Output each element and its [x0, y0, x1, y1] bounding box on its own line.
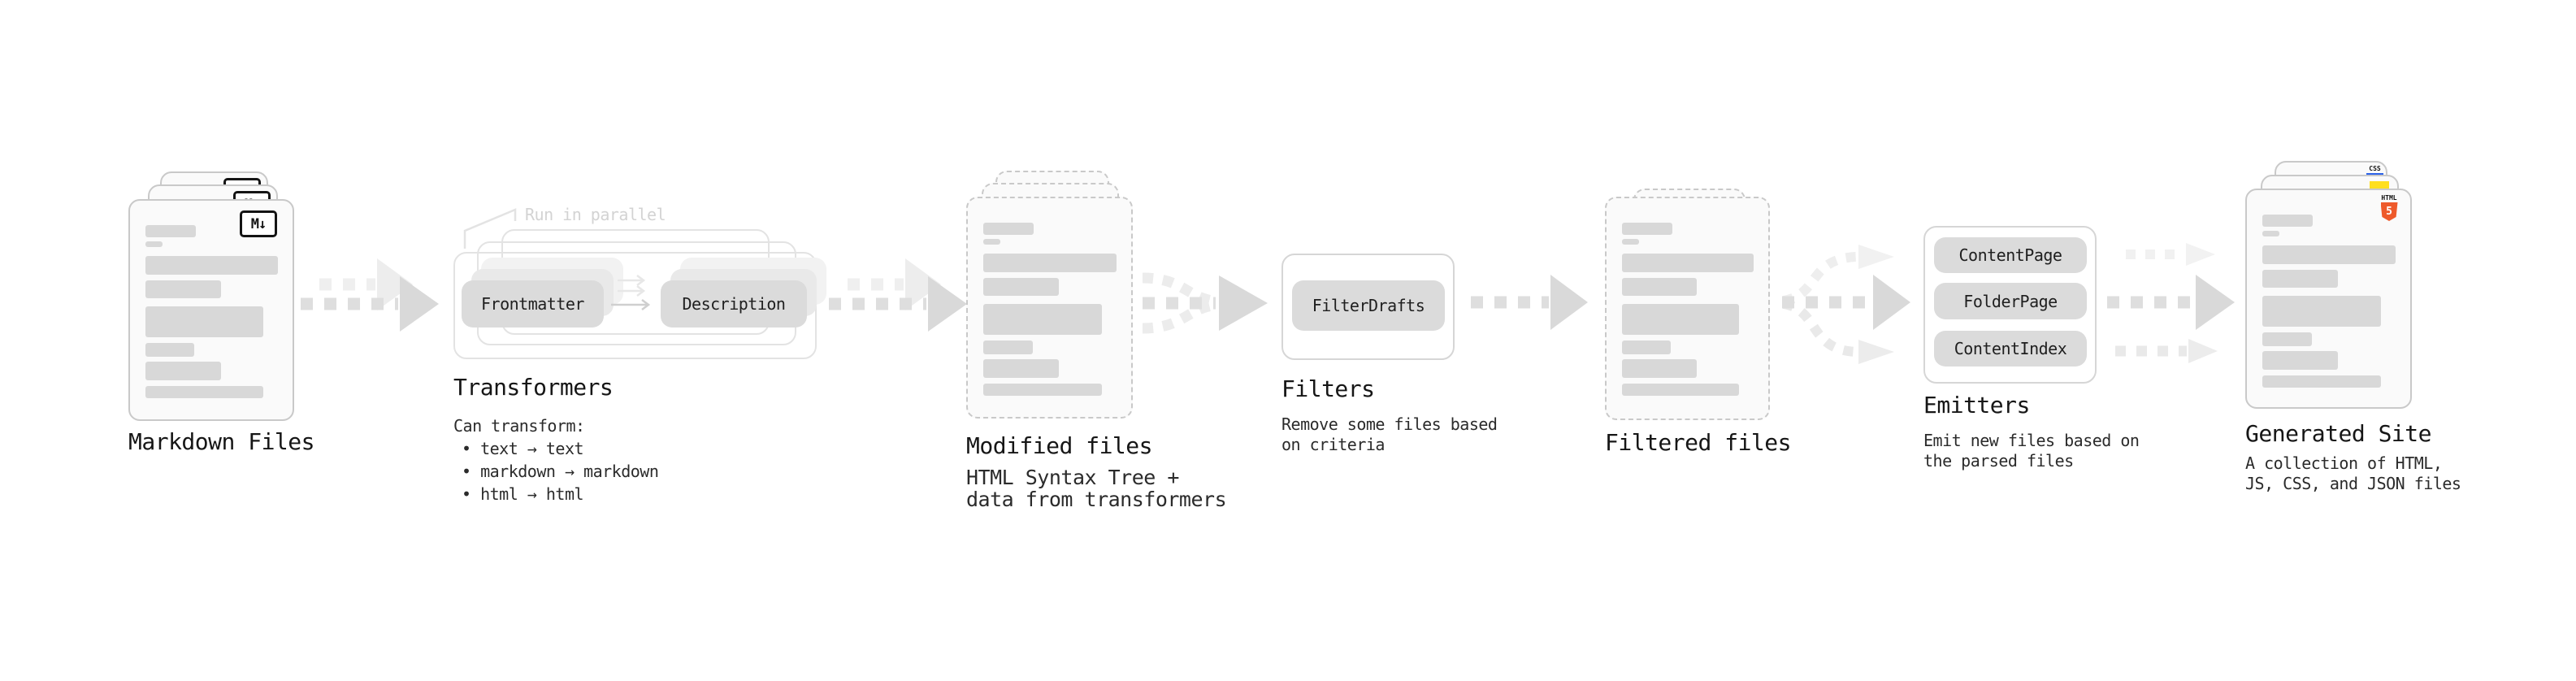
node-filtered-files: Filtered files: [1605, 189, 1792, 481]
text-line-bar: [983, 278, 1060, 296]
text-line-bar: [2262, 231, 2280, 236]
plugin-pill-frontmatter: Frontmatter: [462, 280, 604, 327]
bullet-item: • text → text: [462, 439, 584, 458]
node-emitters: ContentPage FolderPage ContentIndex Emit…: [1923, 226, 2140, 494]
text-line-bar: [1622, 278, 1698, 296]
generated-site-caption: A collection of HTML, JS, CSS, and JSON …: [2245, 453, 2461, 494]
text-line-bar: [1622, 359, 1698, 378]
text-line-bar: [1622, 223, 1672, 235]
node-markdown-files: M↓ M↓ M↓ Markdown Files: [128, 171, 315, 464]
text-line-bar: [145, 241, 163, 247]
html5-icon: HTML 5: [2379, 195, 2399, 221]
text-line-bar: [145, 386, 264, 398]
filtered-files-label: Filtered files: [1605, 429, 1792, 456]
text-line-bar: [983, 384, 1102, 396]
caption-line: the parsed files: [1923, 451, 2074, 471]
html5-icon-text: HTML: [2381, 194, 2397, 202]
arrow-transformers-to-modified: [829, 258, 967, 332]
transform-types-list: • text → text • markdown → markdown • ht…: [453, 437, 659, 505]
arrow-filtered-to-emitters-fanout: [1782, 245, 1910, 364]
caption-line: Remove some files based: [1281, 414, 1498, 434]
plugin-pill-folderpage: FolderPage: [1934, 283, 2087, 319]
plugin-pill-description: Description: [661, 280, 807, 327]
generated-site-label: Generated Site: [2245, 420, 2432, 447]
filters-label: Filters: [1281, 375, 1375, 402]
node-modified-files: Modified files HTML Syntax Tree + data f…: [966, 171, 1227, 512]
arrow-modified-to-filters-merge: [1142, 272, 1268, 334]
text-line-bar: [2262, 245, 2396, 264]
arrow-emitters-to-site-triple: [2107, 243, 2235, 363]
transformers-caption: Can transform: • text → text • markdown …: [453, 414, 659, 505]
node-filters: FilterDrafts Filters Remove some files b…: [1281, 254, 1498, 497]
text-line-bar: [983, 239, 1001, 245]
text-line-bar: [145, 225, 196, 237]
text-line-bar: [983, 359, 1060, 378]
file-text-placeholder: [1607, 198, 1768, 396]
file-card-front: [1605, 197, 1770, 420]
bullet-item: • markdown → markdown: [462, 462, 659, 481]
callout-leader-line: [463, 208, 517, 249]
plugin-pill-contentindex: ContentIndex: [1934, 331, 2087, 367]
text-line-bar: [2262, 351, 2339, 370]
caption-line: Emit new files based on: [1923, 431, 2140, 450]
caption-line: on criteria: [1281, 435, 1385, 454]
modified-files-caption: HTML Syntax Tree + data from transformer…: [966, 466, 1227, 511]
file-card-front: M↓: [128, 199, 294, 421]
js-file-icon: [2370, 181, 2389, 189]
file-text-placeholder: [2247, 190, 2410, 388]
css-icon-text: CSS: [2369, 165, 2381, 172]
arrow-filters-to-filtered: [1471, 275, 1588, 330]
text-line-bar: [1622, 254, 1754, 272]
caption-line: HTML Syntax Tree +: [966, 466, 1179, 489]
file-text-placeholder: [130, 201, 293, 398]
text-line-bar: [145, 280, 221, 298]
caption-line: A collection of HTML,: [2245, 453, 2443, 473]
text-line-bar: [983, 304, 1102, 335]
text-line-bar: [2262, 375, 2381, 388]
emitters-caption: Emit new files based on the parsed files: [1923, 431, 2140, 471]
css-file-icon: CSS: [2366, 166, 2383, 176]
text-line-bar: [145, 362, 221, 380]
caption-line: data from transformers: [966, 488, 1227, 511]
text-line-bar: [145, 256, 278, 275]
arrow-markdown-to-transformers: [301, 258, 439, 332]
caption-line: Can transform:: [453, 416, 585, 436]
text-line-bar: [1622, 239, 1640, 245]
text-line-bar: [1622, 304, 1740, 335]
text-line-bar: [1622, 384, 1740, 396]
filters-caption: Remove some files based on criteria: [1281, 414, 1498, 455]
node-transformers: Run in parallel Frontmatter Description …: [453, 205, 827, 530]
bullet-item: • html → html: [462, 484, 584, 504]
text-line-bar: [2262, 296, 2381, 327]
text-line-bar: [2262, 332, 2312, 346]
text-line-bar: [983, 254, 1117, 272]
modified-files-label: Modified files: [966, 432, 1153, 459]
node-generated-site: CSS HTML 5 Generated Site A collection o…: [2245, 161, 2461, 510]
text-line-bar: [1622, 340, 1671, 354]
transformers-label: Transformers: [453, 374, 614, 401]
caption-line: JS, CSS, and JSON files: [2245, 474, 2461, 493]
text-line-bar: [983, 223, 1034, 235]
text-line-bar: [2262, 215, 2314, 227]
css-icon-underline: [2366, 173, 2383, 176]
text-line-bar: [145, 343, 195, 357]
html5-icon-shield: 5: [2380, 202, 2398, 221]
emitters-label: Emitters: [1923, 392, 2030, 419]
html5-icon-digit: 5: [2386, 206, 2392, 218]
text-line-bar: [145, 306, 264, 337]
file-text-placeholder: [968, 198, 1131, 396]
markdown-files-label: Markdown Files: [128, 428, 315, 455]
run-in-parallel-callout: Run in parallel: [525, 205, 666, 224]
text-line-bar: [2262, 270, 2339, 288]
file-card-front: [966, 197, 1133, 419]
file-card-front-html: HTML 5: [2245, 189, 2412, 409]
parallel-arrows-icon: [611, 275, 651, 310]
markdown-badge-icon: M↓: [240, 210, 277, 237]
text-line-bar: [983, 340, 1033, 354]
plugin-pill-filterdrafts: FilterDrafts: [1292, 280, 1445, 331]
plugin-pill-contentpage: ContentPage: [1934, 237, 2087, 273]
